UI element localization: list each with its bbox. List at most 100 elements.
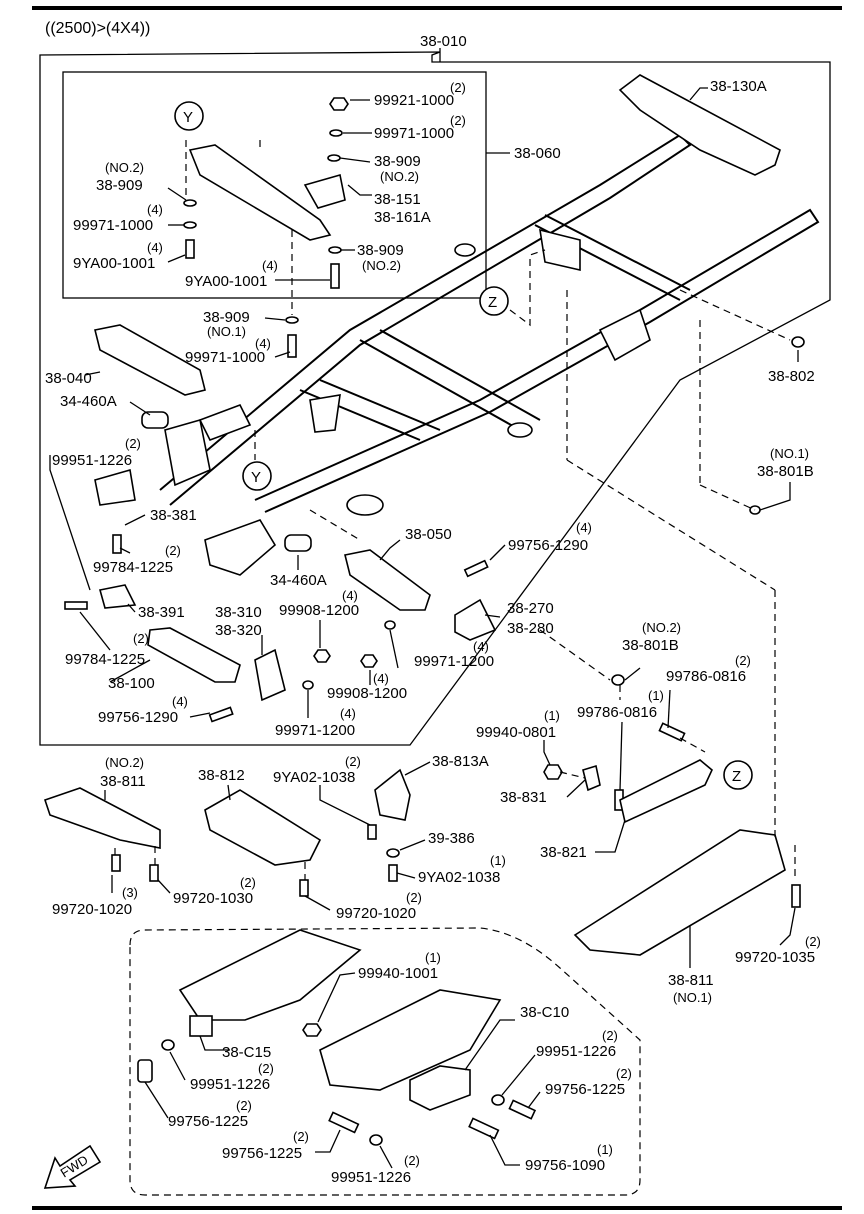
- frame-rails: [159, 133, 820, 516]
- marker-z2-circle: [723, 760, 753, 790]
- label-38-c15: 38-C15: [222, 1044, 271, 1061]
- label-99756-1225-d: 99756-1225: [168, 1113, 248, 1130]
- qty-38-100: (2): [133, 631, 149, 646]
- qty-9ya02-b: (1): [490, 853, 506, 868]
- label-38-280: 38-280: [507, 620, 554, 637]
- label-99971-1200-d: 99971-1200: [414, 653, 494, 670]
- label-34-460a-bottom: 34-460A: [270, 572, 327, 589]
- label-99756-1290-b: 99756-1290: [98, 709, 178, 726]
- qty-99921: (2): [450, 80, 466, 95]
- qty-99908-a: (4): [342, 588, 358, 603]
- label-99784-1225-b: 99784-1225: [65, 651, 145, 668]
- label-38-909-left: 38-909: [96, 177, 143, 194]
- crossmember-38-060: [188, 144, 332, 241]
- note-38-909-top: (NO.2): [380, 169, 419, 184]
- qty-99971-1200-e: (4): [340, 706, 356, 721]
- label-99720-1030: 99720-1030: [173, 890, 253, 907]
- label-99786-0816-b: 99786-0816: [577, 704, 657, 721]
- label-38-100: 38-100: [108, 675, 155, 692]
- detail-frame-rail-rear: [319, 989, 502, 1091]
- label-38-040: 38-040: [45, 370, 92, 387]
- label-99940-0801: 99940-0801: [476, 724, 556, 741]
- label-38-821: 38-821: [540, 844, 587, 861]
- qty-99784-a: (2): [165, 543, 181, 558]
- crossmember-subassembly-box: [62, 71, 487, 299]
- label-38-813a: 38-813A: [432, 753, 489, 770]
- qty-9ya00-left: (4): [147, 240, 163, 255]
- qty-99971-1000-b: (4): [147, 202, 163, 217]
- label-38-831: 38-831: [500, 789, 547, 806]
- label-99756-1090: 99756-1090: [525, 1157, 605, 1174]
- label-99756-1225-c: 99756-1225: [545, 1081, 625, 1098]
- crossmember-38-100: [147, 627, 241, 683]
- mount-38-270: [454, 598, 497, 641]
- skid-plate-38-811-no2: [43, 787, 161, 849]
- bracket-38-151: [303, 173, 346, 209]
- label-9ya00-1001-left: 9YA00-1001: [73, 255, 155, 272]
- label-99951-1226-top: 99951-1226: [52, 452, 132, 469]
- fasteners: [64, 97, 805, 1146]
- label-99971-1200-e: 99971-1200: [275, 722, 355, 739]
- label-9ya00-1001-right: 9YA00-1001: [185, 273, 267, 290]
- label-38-381: 38-381: [150, 507, 197, 524]
- label-38-802: 38-802: [768, 368, 815, 385]
- label-99720-1035: 99720-1035: [735, 949, 815, 966]
- qty-99720-d: (2): [805, 934, 821, 949]
- label-38-270: 38-270: [507, 600, 554, 617]
- label-99971-1000-a: 99971-1000: [374, 125, 454, 142]
- label-99784-1225-a: 99784-1225: [93, 559, 173, 576]
- label-38-391: 38-391: [138, 604, 185, 621]
- qty-99951-d: (2): [404, 1153, 420, 1168]
- dashed-leaders: [114, 140, 796, 880]
- label-99971-1000-c: 99971-1000: [185, 349, 265, 366]
- label-99756-1225-e: 99756-1225: [222, 1145, 302, 1162]
- detail-frame-rail-front: [178, 929, 362, 1021]
- marker-y-circle: [174, 101, 204, 131]
- qty-99756-a: (4): [576, 520, 592, 535]
- crossmember-38-130a: [618, 74, 781, 176]
- bracket-38-c10: [409, 1065, 471, 1111]
- qty-99756-e: (2): [293, 1129, 309, 1144]
- note-38-909-no1: (NO.1): [207, 324, 246, 339]
- label-99756-1290-a: 99756-1290: [508, 537, 588, 554]
- qty-99940-a: (1): [544, 708, 560, 723]
- marker-y2-text: Y: [251, 469, 261, 486]
- qty-99951-b: (2): [602, 1028, 618, 1043]
- marker-z2-text: Z: [732, 768, 741, 785]
- label-99786-0816-a: 99786-0816: [666, 668, 746, 685]
- label-99908-1200-a: 99908-1200: [279, 602, 359, 619]
- shield-38-813a: [374, 768, 411, 821]
- label-9ya02-1038-a: 9YA02-1038: [273, 769, 355, 786]
- label-99940-1001: 99940-1001: [358, 965, 438, 982]
- bracket-38-391: [98, 584, 137, 609]
- qty-99940-b: (1): [425, 950, 441, 965]
- qty-9ya00-right: (4): [262, 258, 278, 273]
- mount-bracket-38-310: [204, 519, 277, 576]
- label-99951-1226-b: 99951-1226: [536, 1043, 616, 1060]
- label-39-386: 39-386: [428, 830, 475, 847]
- leader-lines: [49, 87, 799, 1169]
- label-99921-1000: 99921-1000: [374, 92, 454, 109]
- qty-99756-d: (2): [236, 1098, 252, 1113]
- marker-z-text: Z: [488, 294, 497, 311]
- qty-99720-b: (2): [240, 875, 256, 890]
- note-38-811-top: (NO.2): [105, 755, 144, 770]
- label-38-060: 38-060: [514, 145, 561, 162]
- label-38-811-top: 38-811: [100, 773, 146, 790]
- label-38-050: 38-050: [405, 526, 452, 543]
- label-99908-1200-b: 99908-1200: [327, 685, 407, 702]
- label-38-151: 38-151: [374, 191, 421, 208]
- label-38-c10: 38-C10: [520, 1004, 569, 1021]
- qty-99951-c: (2): [258, 1061, 274, 1076]
- label-38-320: 38-320: [215, 622, 262, 639]
- label-38-812: 38-812: [198, 767, 245, 784]
- label-99971-1000-b: 99971-1000: [73, 217, 153, 234]
- qty-99971-1000-c: (4): [255, 336, 271, 351]
- label-9ya02-1038-b: 9YA02-1038: [418, 869, 500, 886]
- label-99720-1020-a: 99720-1020: [52, 901, 132, 918]
- bracket-38-c15: [189, 1015, 213, 1037]
- qty-99971-1000-a: (2): [450, 113, 466, 128]
- label-38-130a: 38-130A: [710, 78, 767, 95]
- fwd-arrow: FWD: [43, 1144, 102, 1189]
